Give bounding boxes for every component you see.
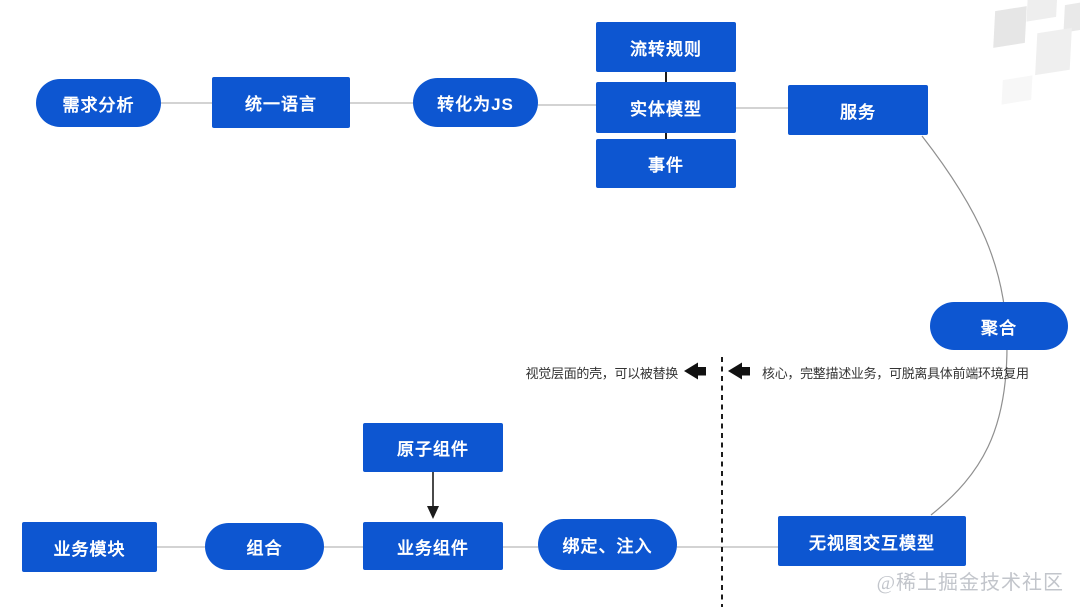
node-convert-to-js: 转化为JS <box>413 78 538 127</box>
deco-parallelogram <box>1026 0 1058 22</box>
node-business-module: 业务模块 <box>22 522 157 572</box>
node-business-component: 业务组件 <box>363 522 503 570</box>
node-label: 原子组件 <box>397 440 469 459</box>
node-atomic-component: 原子组件 <box>363 423 503 472</box>
watermark-text: @稀土掘金技术社区 <box>876 572 1064 594</box>
node-event: 事件 <box>596 139 736 188</box>
node-label: 业务模块 <box>53 539 126 559</box>
annotation-core-model: 核心，完整描述业务，可脱离具体前端环境复用 <box>762 366 1029 381</box>
node-flow-rules: 流转规则 <box>596 22 736 72</box>
node-compose: 组合 <box>205 523 324 570</box>
deco-parallelogram <box>1035 27 1072 76</box>
node-viewless-interaction-model: 无视图交互模型 <box>778 516 966 566</box>
node-service: 服务 <box>788 85 928 135</box>
atomic-to-business-arrow <box>427 472 439 519</box>
arrow-left-icon <box>684 362 706 380</box>
node-label: 业务组件 <box>397 538 469 558</box>
node-label: 事件 <box>648 156 684 175</box>
node-label: 统一语言 <box>245 95 317 114</box>
node-label: 转化为JS <box>437 95 514 114</box>
deco-parallelogram <box>1001 75 1033 105</box>
node-aggregate: 聚合 <box>930 302 1068 350</box>
annotation-view-shell: 视觉层面的壳，可以被替换 <box>525 366 679 381</box>
node-bind-inject: 绑定、注入 <box>538 519 677 570</box>
node-label: 服务 <box>840 102 876 122</box>
node-label: 流转规则 <box>630 39 702 59</box>
node-label: 绑定、注入 <box>562 537 653 556</box>
deco-parallelogram <box>993 6 1027 48</box>
node-label: 实体模型 <box>630 100 702 119</box>
node-requirement-analysis: 需求分析 <box>36 79 161 127</box>
node-label: 聚合 <box>981 318 1017 338</box>
node-label: 无视图交互模型 <box>809 533 935 553</box>
node-unified-language: 统一语言 <box>212 77 350 128</box>
node-label: 组合 <box>246 539 283 558</box>
node-entity-model: 实体模型 <box>596 82 736 133</box>
arrow-right-icon <box>728 362 750 380</box>
node-label: 需求分析 <box>62 95 135 115</box>
